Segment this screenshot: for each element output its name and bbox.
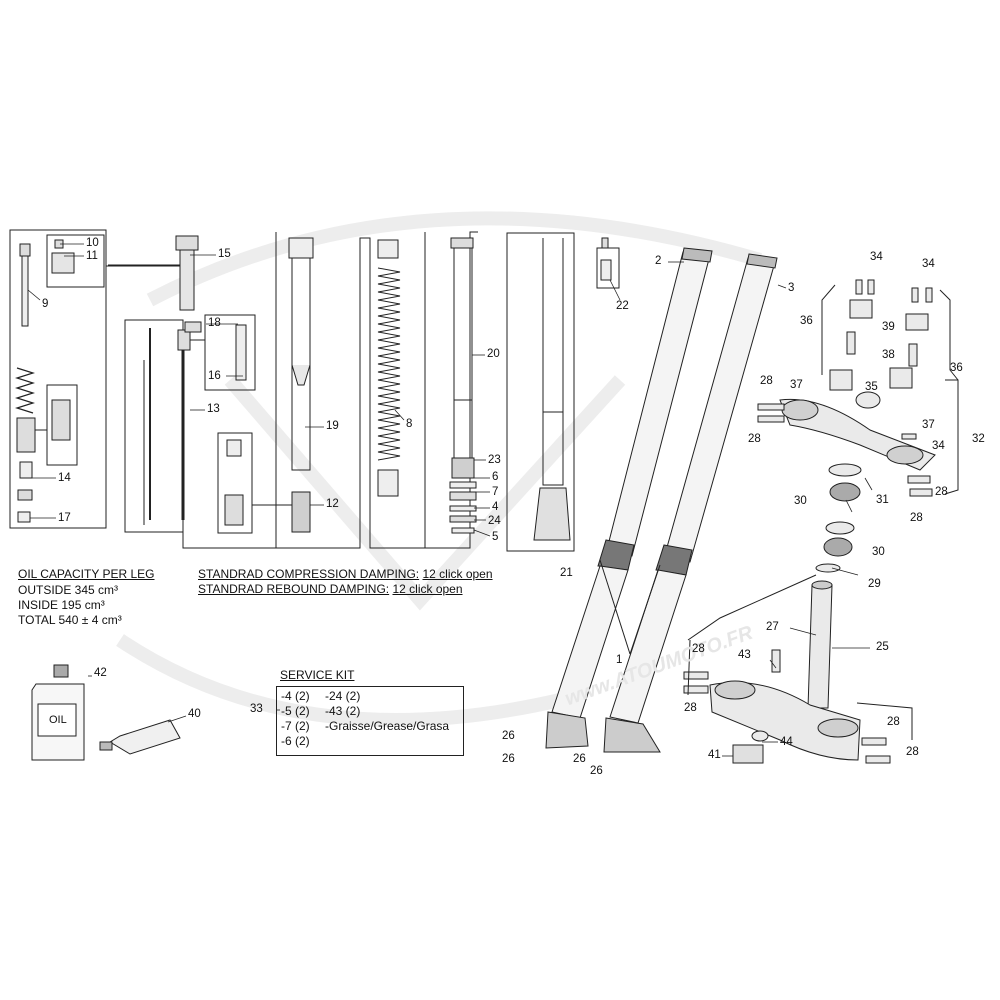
service-kit-box: -4 (2) -5 (2) -7 (2) -6 (2) -24 (2) -43 … [276, 686, 464, 756]
callout-15: 15 [218, 248, 231, 260]
compression-damping: STANDRAD COMPRESSION DAMPING: 12 click o… [198, 567, 493, 582]
callout-39: 39 [882, 321, 895, 333]
inner-tube-group [217, 232, 314, 549]
callout-28g: 28 [887, 716, 900, 728]
callout-23: 23 [488, 454, 501, 466]
clamp-bracket-lines [821, 284, 959, 495]
compression-damping-label: STANDRAD COMPRESSION DAMPING: [198, 567, 420, 581]
callout-27: 27 [766, 621, 779, 633]
bottom-clamp-lines [687, 574, 913, 740]
callout-11: 11 [86, 250, 98, 262]
rebound-damping-label: STANDRAD REBOUND DAMPING: [198, 582, 390, 596]
callout-35: 35 [865, 381, 878, 393]
oil-capacity-total: TOTAL 540 ± 4 cm³ [18, 613, 122, 627]
fork-leg-21 [506, 232, 620, 552]
oil-capacity-outside: OUTSIDE 345 cm³ [18, 583, 119, 597]
callout-26a: 26 [502, 730, 515, 742]
callout-34a: 34 [870, 251, 883, 263]
service-kit-title: SERVICE KIT [280, 668, 355, 682]
callout-40: 40 [188, 708, 201, 720]
top-triple-clamp [757, 279, 936, 573]
callout-34c: 34 [932, 440, 945, 452]
grease-tube [99, 719, 181, 755]
callout-42: 42 [94, 667, 107, 679]
callout-32: 32 [972, 433, 985, 445]
kit-item: -4 (2) [281, 689, 310, 703]
callout-28h: 28 [906, 746, 919, 758]
callout-13: 13 [207, 403, 220, 415]
callout-2: 2 [655, 255, 662, 267]
oil-capacity-title: OIL CAPACITY PER LEG [18, 567, 155, 581]
rebound-damping: STANDRAD REBOUND DAMPING: 12 click open [198, 582, 463, 597]
callout-14: 14 [58, 472, 71, 484]
callout-4: 4 [492, 501, 499, 513]
outer-tube-seals [424, 232, 477, 549]
callout-25: 25 [876, 641, 889, 653]
callout-20: 20 [487, 348, 500, 360]
cartridge-group [9, 229, 182, 529]
service-kit-col2: -24 (2) -43 (2) -Graisse/Grease/Grasa [325, 689, 449, 734]
callout-8: 8 [406, 418, 413, 430]
callout-37b: 37 [922, 419, 935, 431]
callout-12: 12 [326, 498, 339, 510]
callout-41: 41 [708, 749, 721, 761]
callout-10: 10 [86, 237, 99, 249]
callout-18: 18 [208, 317, 221, 329]
callout-1: 1 [616, 654, 623, 666]
callout-7: 7 [492, 486, 499, 498]
callout-44: 44 [780, 736, 793, 748]
callout-28d: 28 [910, 512, 923, 524]
kit-item: -Graisse/Grease/Grasa [325, 719, 450, 733]
callout-24: 24 [488, 515, 501, 527]
service-kit-col1: -4 (2) -5 (2) -7 (2) -6 (2) [281, 689, 310, 749]
callout-43: 43 [738, 649, 751, 661]
callout-19: 19 [326, 420, 339, 432]
callout-34b: 34 [922, 258, 935, 270]
callout-17: 17 [58, 512, 71, 524]
callout-9: 9 [42, 298, 49, 310]
callout-28a: 28 [760, 375, 773, 387]
callout-22: 22 [616, 300, 629, 312]
watermark-logo [116, 211, 762, 727]
callout-30b: 30 [872, 546, 885, 558]
service-kit-ref: 33 [250, 703, 263, 715]
callout-28b: 28 [748, 433, 761, 445]
kit-item: -5 (2) [281, 704, 310, 718]
callout-3: 3 [788, 282, 795, 294]
callout-30a: 30 [794, 495, 807, 507]
callout-28f: 28 [684, 702, 697, 714]
callout-38: 38 [882, 349, 895, 361]
bottom-triple-clamp [683, 580, 891, 764]
kit-item: -43 (2) [325, 704, 361, 718]
callout-21: 21 [560, 567, 573, 579]
callout-36a: 36 [800, 315, 813, 327]
callout-6: 6 [492, 471, 499, 483]
callout-29: 29 [868, 578, 881, 590]
callout-28c: 28 [935, 486, 948, 498]
callout-31: 31 [876, 494, 889, 506]
rebound-damping-value: 12 click open [392, 582, 463, 596]
callout-28e: 28 [692, 643, 705, 655]
oil-bottle [31, 664, 85, 761]
kit-item: -7 (2) [281, 719, 310, 733]
fork-legs-main [545, 247, 778, 753]
leader-lines [27, 243, 873, 757]
callout-26d: 26 [590, 765, 603, 777]
callout-5: 5 [492, 531, 499, 543]
callout-26b: 26 [502, 753, 515, 765]
oil-capacity-inside: INSIDE 195 cm³ [18, 598, 105, 612]
callout-37a: 37 [790, 379, 803, 391]
kit-item: -24 (2) [325, 689, 361, 703]
fork-spring [377, 239, 401, 497]
damper-rod-group [108, 231, 478, 549]
compression-damping-value: 12 click open [422, 567, 493, 581]
callout-26c: 26 [573, 753, 586, 765]
oil-bottle-label: OIL [49, 714, 67, 726]
callout-16: 16 [208, 370, 221, 382]
callout-36b: 36 [950, 362, 963, 374]
kit-item: -6 (2) [281, 734, 310, 748]
